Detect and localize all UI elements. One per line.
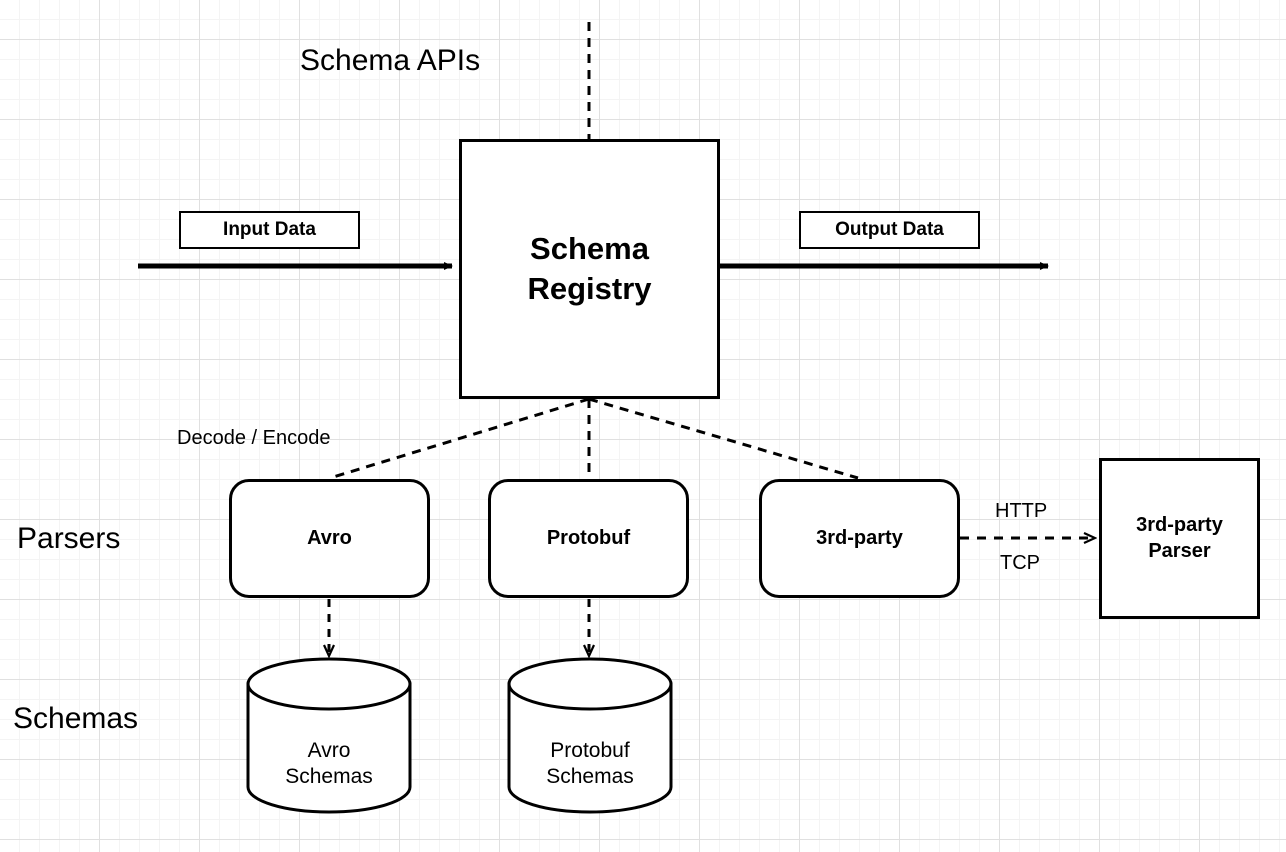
section-label-schemas: Schemas	[13, 702, 139, 735]
edge-label-decode-encode: Decode / Encode	[177, 427, 331, 449]
datastore-avro-schemas[interactable]: Avro Schemas	[247, 659, 411, 813]
datastore-protobuf-schemas[interactable]: Protobuf Schemas	[508, 659, 672, 813]
tag-output-data: Output Data	[799, 211, 980, 249]
datastore-avro-shape	[246, 657, 412, 814]
tag-input-data: Input Data	[179, 211, 360, 249]
node-third-party[interactable]: 3rd-party	[759, 479, 960, 598]
section-label-parsers: Parsers	[17, 522, 121, 555]
datastore-protobuf-shape	[507, 657, 673, 814]
node-protobuf[interactable]: Protobuf	[488, 479, 689, 598]
node-schema-registry[interactable]: Schema Registry	[459, 139, 720, 399]
node-avro[interactable]: Avro	[229, 479, 430, 598]
section-label-schema-apis: Schema APIs	[300, 44, 481, 77]
edge-label-http: HTTP	[995, 500, 1048, 522]
connector-registry-third-party	[588, 397, 859, 480]
datastore-avro-schemas-label: Avro Schemas	[285, 739, 373, 789]
edge-label-tcp: TCP	[1000, 552, 1040, 574]
node-third-party-parser[interactable]: 3rd-party Parser	[1099, 458, 1260, 619]
datastore-protobuf-schemas-label: Protobuf Schemas	[546, 739, 634, 789]
connector-registry-avro	[329, 397, 590, 480]
